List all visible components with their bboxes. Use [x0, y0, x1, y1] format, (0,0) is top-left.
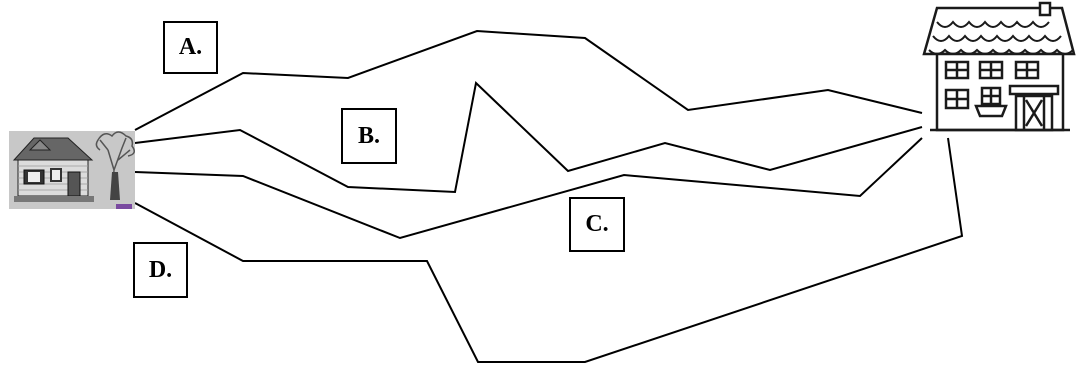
route-a-label: A. — [163, 21, 218, 74]
route-a-path — [134, 29, 923, 131]
route-c-label: C. — [569, 197, 625, 252]
route-b-path — [134, 81, 923, 194]
route-c-path — [134, 137, 923, 240]
route-d-label: D. — [133, 242, 188, 298]
house-icon — [9, 131, 135, 209]
route-d-path — [134, 137, 964, 363]
townhouse-icon — [922, 1, 1076, 132]
route-b-label: B. — [341, 108, 397, 164]
